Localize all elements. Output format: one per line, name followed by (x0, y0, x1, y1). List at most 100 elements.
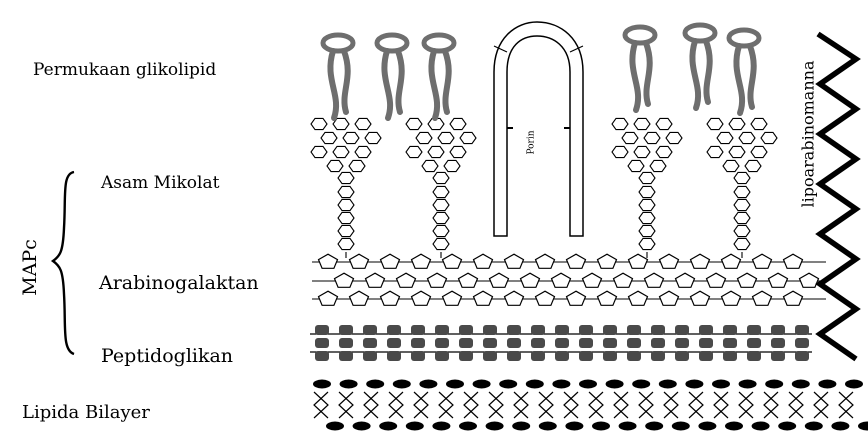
peptidoglycan-unit (555, 338, 569, 348)
bilayer-head-bottom (353, 422, 371, 431)
lipoarabinomannan-zigzag (818, 34, 856, 359)
glycolipid (323, 35, 353, 118)
bilayer-tail (764, 392, 778, 418)
peptidoglycan-unit (603, 351, 617, 361)
bilayer-head-top (446, 380, 464, 389)
peptidoglycan-unit (387, 351, 401, 361)
bilayer-tail (489, 392, 503, 418)
peptidoglycan-unit (531, 338, 545, 348)
sugar-pentagon (350, 291, 369, 305)
mycolic-unit (327, 160, 343, 171)
peptidoglycan-unit (483, 325, 497, 335)
peptidoglycan-unit (507, 325, 521, 335)
mycolic-unit (644, 132, 660, 143)
bilayer-head-top (818, 380, 836, 389)
glycolipid-head (685, 25, 715, 41)
bilayer-head-top (419, 380, 437, 389)
bilayer-tail (539, 392, 553, 418)
bilayer-tail (514, 392, 528, 418)
sugar-pentagon (536, 254, 555, 268)
sugar-pentagon (474, 291, 493, 305)
sugar-pentagon (428, 273, 447, 287)
mycolic-unit (406, 146, 422, 157)
bilayer-tail (764, 392, 778, 418)
glycolipid-tail (384, 51, 390, 118)
sugar-pentagon (784, 291, 803, 305)
sugar-pentagon (552, 273, 571, 287)
sugar-pentagon (536, 291, 555, 305)
bilayer-head-top (313, 380, 331, 389)
mycolic-unit (355, 146, 371, 157)
bilayer-head-bottom (459, 422, 477, 431)
bilayer-tail (489, 392, 503, 418)
peptidoglycan-unit (723, 351, 737, 361)
mycolic-unit (639, 199, 655, 210)
sugar-pentagon (505, 254, 524, 268)
glycolipid-tail (632, 43, 638, 110)
glycolipid-head (625, 27, 655, 43)
mycolic-unit (433, 212, 449, 223)
peptidoglycan-unit (363, 338, 377, 348)
mycolic-unit (338, 172, 354, 183)
mycolic-unit (734, 212, 750, 223)
mycolic-unit (745, 160, 761, 171)
bilayer-tail (589, 392, 603, 418)
bilayer-head-bottom (831, 422, 849, 431)
bilayer-head-top (685, 380, 703, 389)
sugar-pentagon (335, 273, 354, 287)
mycolic-unit (739, 132, 755, 143)
mycolic-unit (311, 118, 327, 129)
sugar-pentagon (567, 291, 586, 305)
mycolic-unit (622, 132, 638, 143)
bilayer-head-top (473, 380, 491, 389)
mycolic-unit (729, 118, 745, 129)
bilayer-tail (639, 392, 653, 418)
mycolic-unit (422, 160, 438, 171)
peptidoglycan-unit (459, 351, 473, 361)
mapc-brace (53, 172, 74, 354)
mycolic-unit (751, 118, 767, 129)
sugar-pentagon (350, 254, 369, 268)
glycolipid-tail (445, 51, 449, 112)
bilayer-tail (789, 392, 803, 418)
bilayer-head-bottom (592, 422, 610, 431)
mycolic-unit (444, 160, 460, 171)
arabinogalactan-layer (312, 254, 826, 305)
peptidoglycan-unit (627, 351, 641, 361)
peptidoglycan-unit (339, 351, 353, 361)
mycolic-unit (734, 172, 750, 183)
bilayer-tail (314, 392, 328, 418)
mycolic-unit (634, 118, 650, 129)
bilayer-head-top (393, 380, 411, 389)
mycolic-unit (433, 199, 449, 210)
lipoarabinomannan-label: lipoarabinomanna (801, 61, 817, 208)
porin-channel (494, 22, 583, 236)
bilayer-tail (364, 392, 378, 418)
bilayer-tail (364, 392, 378, 418)
surface-glycolipids (323, 25, 759, 118)
bilayer-tail (439, 392, 453, 418)
bilayer-tail (664, 392, 678, 418)
sugar-pentagon (753, 254, 772, 268)
bilayer-tail (339, 392, 353, 418)
bilayer-tail (339, 392, 353, 418)
peptidoglycan-unit (315, 325, 329, 335)
peptidoglycan-unit (483, 351, 497, 361)
bilayer-tail (464, 392, 478, 418)
mycolic-unit (433, 225, 449, 236)
sugar-pentagon (505, 291, 524, 305)
porin-label: Porin (528, 130, 537, 154)
mycolic-unit (433, 238, 449, 249)
mycolic-unit (639, 172, 655, 183)
sugar-pentagon (490, 273, 509, 287)
sugar-pentagon (784, 254, 803, 268)
peptidoglycan-unit (411, 325, 425, 335)
bilayer-tail (814, 392, 828, 418)
glycolipid-head (729, 30, 759, 46)
bilayer-tail (814, 392, 828, 418)
bilayer-tail (739, 392, 753, 418)
bilayer-tail (414, 392, 428, 418)
mycolic-unit (612, 118, 628, 129)
bilayer-head-bottom (565, 422, 583, 431)
